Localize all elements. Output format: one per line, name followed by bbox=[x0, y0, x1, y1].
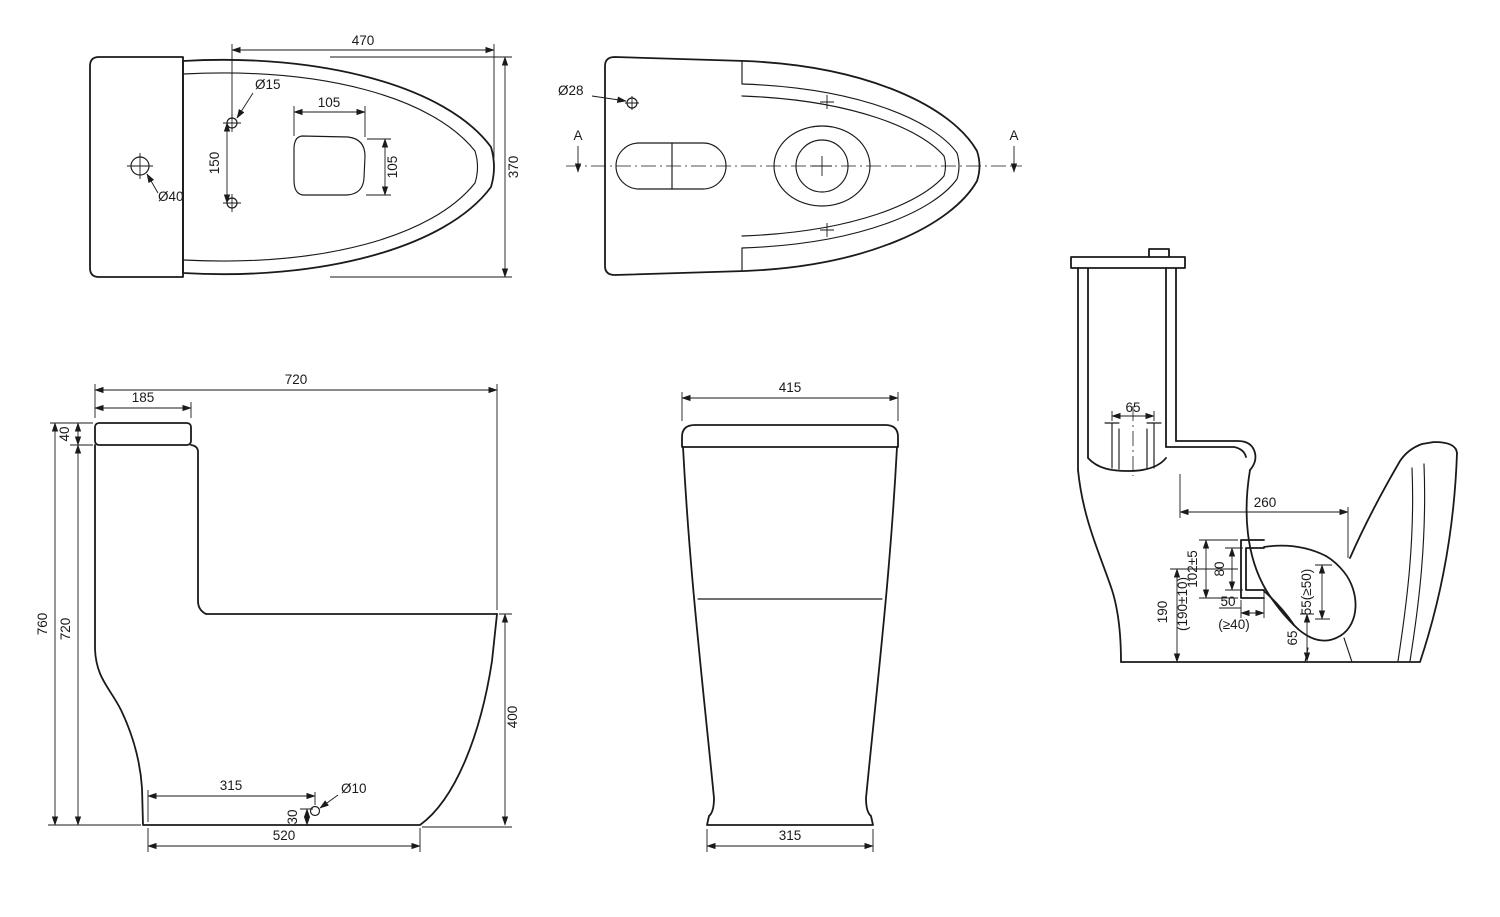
fixing-hole-side bbox=[309, 805, 321, 817]
bowl-interior-left bbox=[1245, 469, 1299, 630]
supply-hole-cross bbox=[127, 153, 153, 179]
dim-label-370: 370 bbox=[506, 156, 521, 179]
side-profile-outline bbox=[94, 444, 498, 826]
dim-label-185: 185 bbox=[132, 390, 155, 405]
dim-label-phi28: Ø28 bbox=[558, 83, 584, 98]
dim-label-65-valve: 65 bbox=[1125, 400, 1140, 415]
dim-label-phi40: Ø40 bbox=[158, 189, 184, 204]
tank-front-side bbox=[190, 444, 207, 615]
dim-label-65-trap: 65 bbox=[1285, 630, 1300, 645]
dim-label-30: 30 bbox=[285, 809, 300, 824]
front-rim-channel bbox=[1397, 463, 1426, 662]
leader-phi10 bbox=[319, 794, 339, 809]
dim-label-400: 400 bbox=[505, 706, 520, 729]
tank-walls-section bbox=[1077, 267, 1177, 472]
front-shell-exterior bbox=[1419, 452, 1458, 663]
dim-label-50: 50 bbox=[1220, 594, 1235, 609]
rim-outer-line bbox=[741, 83, 960, 249]
bowl-tank-outer-outline bbox=[604, 56, 981, 276]
rim-section-left bbox=[1165, 440, 1257, 471]
dim-label-80: 80 bbox=[1212, 561, 1227, 576]
dim-label-315-front: 315 bbox=[779, 828, 802, 843]
dim-label-50-min: (≥40) bbox=[1218, 617, 1249, 632]
outlet-channel bbox=[1263, 544, 1327, 626]
side-elevation-view: 720 185 40 760 720 400 315 Ø10 30 520 bbox=[35, 372, 520, 852]
dim-label-phi10: Ø10 bbox=[341, 781, 367, 796]
dim-label-55: 55(≥50) bbox=[1299, 569, 1314, 615]
phi28-hole-cross bbox=[625, 96, 639, 110]
dim-label-190: 190 bbox=[1155, 601, 1170, 624]
dim-label-40: 40 bbox=[57, 426, 72, 441]
dim-label-720-height: 720 bbox=[58, 618, 73, 641]
extension-lines bbox=[231, 44, 512, 278]
top-view-section-plane: Ø28 A A bbox=[558, 56, 1022, 276]
lid-front-outline bbox=[681, 424, 899, 448]
trap-to-base-lines bbox=[1304, 637, 1353, 663]
dim-label-720-depth: 720 bbox=[285, 372, 308, 387]
dim-label-phi15: Ø15 bbox=[255, 77, 281, 92]
flush-valve-section bbox=[1104, 422, 1162, 470]
dim-label-760: 760 bbox=[35, 613, 50, 636]
tank-lid-side bbox=[94, 422, 192, 446]
seat-opening-outline bbox=[293, 135, 366, 196]
cross-section-view: 65 260 102±5 80 190 (190±10) 50 (≥40) 65… bbox=[1070, 248, 1458, 663]
outlet-spigot bbox=[1240, 539, 1265, 599]
dim-label-102: 102±5 bbox=[1185, 550, 1200, 587]
leader-phi15 bbox=[236, 92, 254, 119]
dim-label-470: 470 bbox=[352, 33, 375, 48]
dim-label-190-tol: (190±10) bbox=[1175, 577, 1190, 631]
section-label-a-left: A bbox=[573, 128, 582, 143]
leader-phi40 bbox=[146, 173, 159, 194]
side-extension-lines bbox=[48, 384, 512, 852]
dim-label-260: 260 bbox=[1254, 495, 1277, 510]
dim-label-150: 150 bbox=[207, 152, 222, 175]
tank-lid-section bbox=[1070, 248, 1186, 269]
bolt-hole-crosses bbox=[820, 95, 834, 237]
body-front-outline bbox=[682, 446, 898, 826]
leader-phi28 bbox=[591, 95, 627, 103]
dim-label-520: 520 bbox=[273, 828, 296, 843]
tank-top-outline bbox=[89, 56, 184, 278]
seat-lid-outer-outline bbox=[182, 58, 495, 276]
hinge-hole-bottom-cross bbox=[223, 194, 241, 212]
back-shell-exterior bbox=[1077, 469, 1122, 663]
trap-weir bbox=[1297, 555, 1357, 642]
front-extension-lines bbox=[681, 392, 899, 852]
top-view-with-seat: 470 370 Ø15 150 105 105 Ø40 bbox=[89, 33, 521, 278]
dim-label-105-w: 105 bbox=[318, 95, 341, 110]
front-rim-section bbox=[1349, 441, 1458, 559]
dim-label-415: 415 bbox=[779, 380, 802, 395]
section-label-a-right: A bbox=[1009, 128, 1018, 143]
dim-label-315-side: 315 bbox=[220, 778, 243, 793]
dim-label-105-h: 105 bbox=[385, 156, 400, 179]
seat-lid-inner-line bbox=[182, 72, 479, 262]
front-elevation-view: 415 315 bbox=[681, 380, 899, 852]
